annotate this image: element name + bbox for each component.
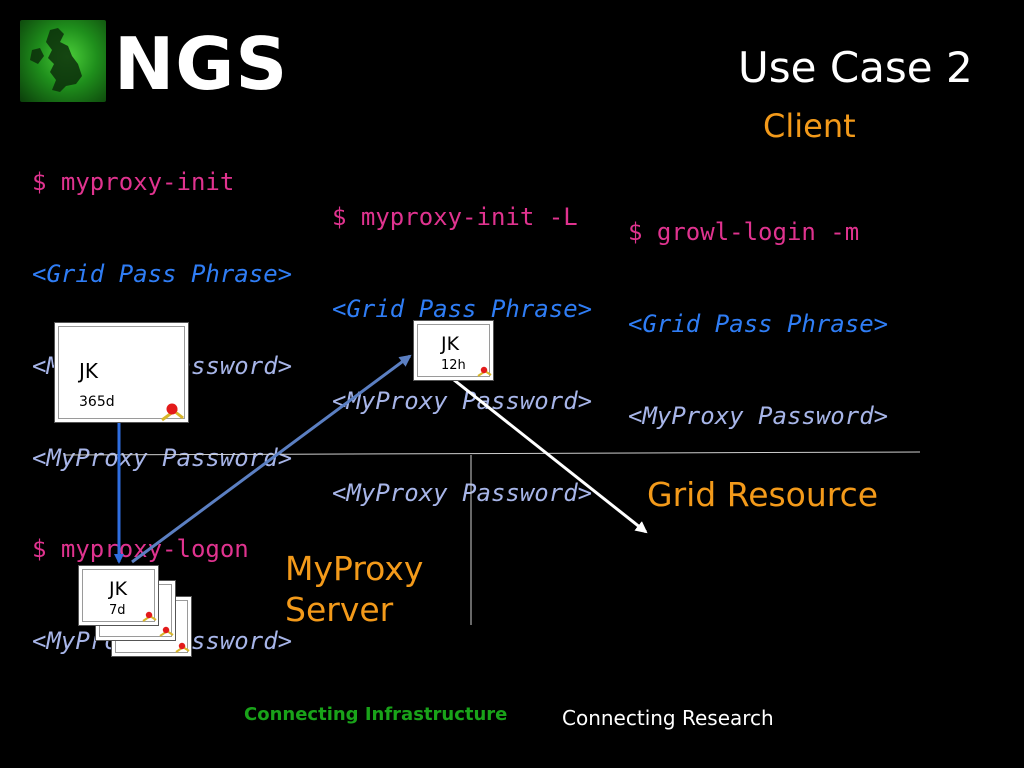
command-column-myproxy-l: $ myproxy-init -L <Grid Pass Phrase> <My… [332, 141, 592, 539]
stored-certificate: JK 7d [78, 565, 159, 626]
divider-horizontal [63, 451, 921, 456]
seal-icon [159, 626, 174, 637]
client-label: Client [763, 107, 856, 145]
prompt-line: <Grid Pass Phrase> [32, 259, 293, 288]
prompt-line: <Grid Pass Phrase> [332, 294, 593, 323]
prompt-line: <MyProxy Password> [332, 478, 593, 507]
prompt-line: <MyProxy Password> [32, 443, 293, 472]
proxy-certificate-short: JK 12h [413, 320, 494, 381]
certificate-name: JK [79, 359, 99, 383]
seal-icon [161, 403, 184, 422]
certificate-name: JK [109, 578, 128, 600]
certificate-name: JK [441, 333, 460, 355]
myproxy-server-label: MyProxy Server [285, 548, 423, 630]
certificate-validity: 12h [441, 358, 466, 373]
certificate-validity: 365d [79, 394, 115, 410]
arrow-to-grid-resource [453, 378, 648, 534]
command-line: $ growl-login -m [628, 218, 860, 247]
grid-resource-label: Grid Resource [647, 475, 879, 514]
prompt-line: <Grid Pass Phrase> [628, 309, 889, 338]
command-line: $ myproxy-logon [32, 535, 249, 564]
prompt-line: <MyProxy Password> [628, 401, 889, 430]
uk-map-icon [30, 28, 82, 92]
command-line: $ myproxy-init -L [332, 203, 578, 232]
myproxy-label-line2: Server [285, 590, 394, 629]
seal-icon [175, 642, 190, 653]
command-line: $ myproxy-init [32, 168, 235, 197]
arrow-to-proxy [131, 354, 412, 564]
ngs-map-logo-icon [20, 20, 106, 102]
user-certificate: JK 365d [54, 322, 189, 423]
slide-title: Use Case 2 [738, 43, 973, 92]
seal-icon [477, 366, 492, 377]
seal-icon [142, 611, 157, 622]
certificate-validity: 7d [109, 603, 126, 618]
command-column-growl: $ growl-login -m <Grid Pass Phrase> <MyP… [628, 156, 888, 462]
myproxy-label-line1: MyProxy [285, 549, 424, 588]
prompt-line: <MyProxy Password> [332, 386, 593, 415]
ngs-logo-text: NGS [114, 22, 289, 106]
footer-connecting-infrastructure: Connecting Infrastructure [244, 704, 508, 725]
footer-connecting-research: Connecting Research [562, 706, 774, 730]
